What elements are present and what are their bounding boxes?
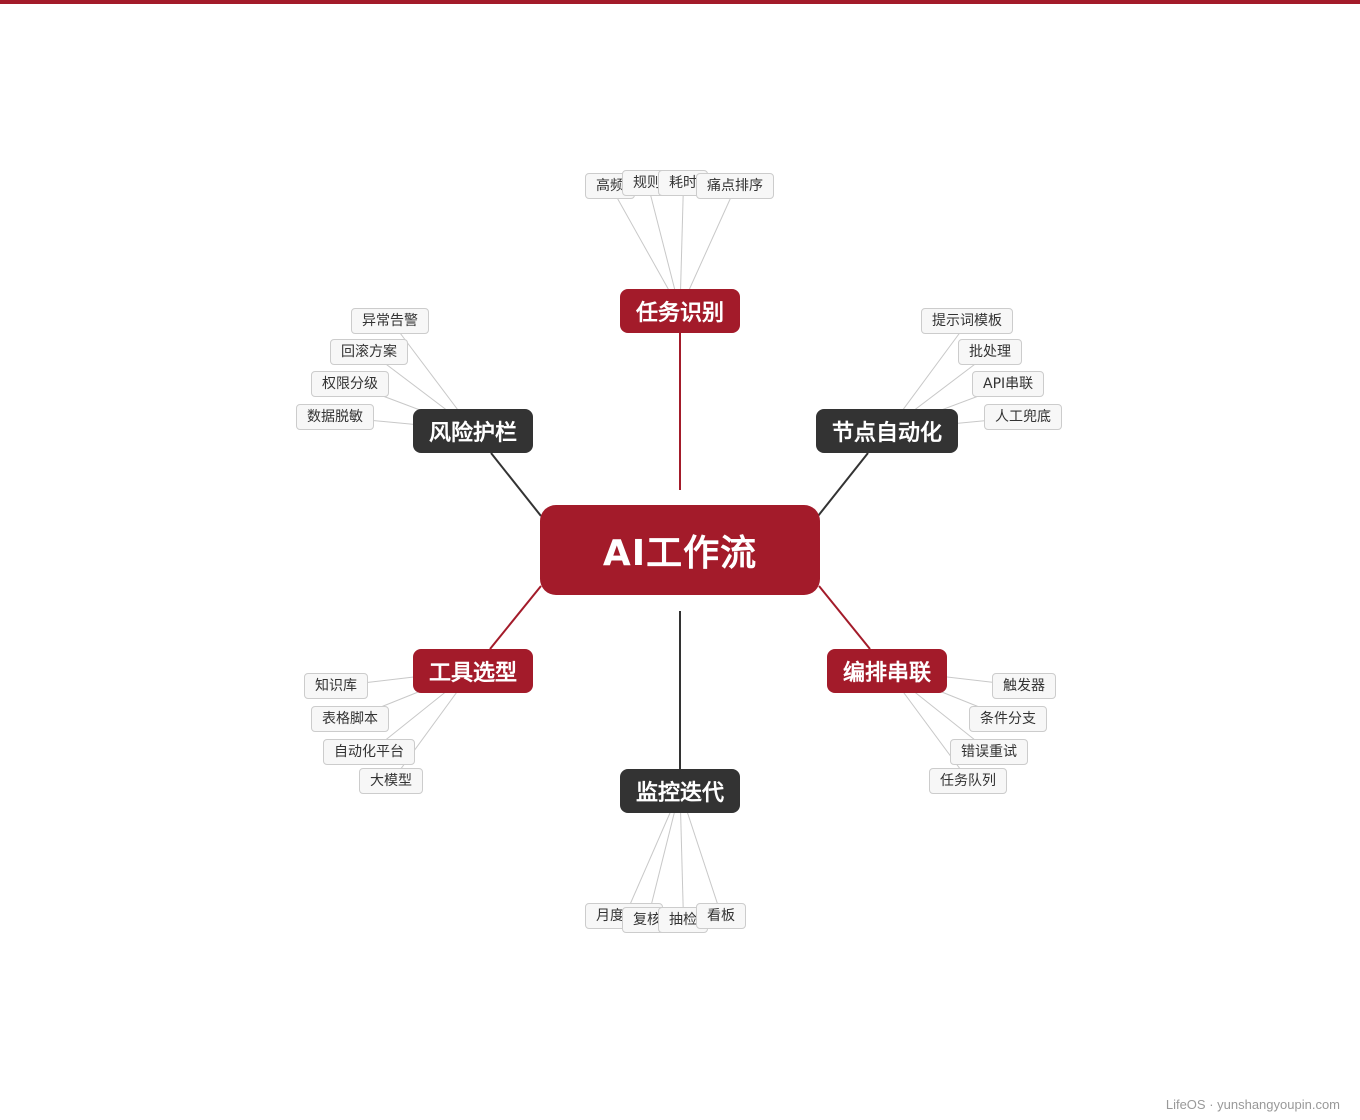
branch-monitor[interactable]: 监控迭代	[620, 769, 740, 813]
branch-link-node	[817, 452, 869, 517]
branch-node[interactable]: 节点自动化	[816, 409, 958, 453]
leaf-node-1[interactable]: 批处理	[958, 339, 1022, 365]
branch-link-risk	[490, 452, 542, 517]
leaf-node-2[interactable]: API串联	[972, 371, 1045, 397]
leaf-tool-3[interactable]: 大模型	[359, 768, 423, 794]
leaf-risk-2[interactable]: 权限分级	[311, 371, 389, 397]
leaf-node-3[interactable]: 人工兜底	[984, 404, 1062, 430]
central-topic[interactable]: AI工作流	[540, 505, 820, 595]
leaf-risk-3[interactable]: 数据脱敏	[296, 404, 374, 430]
leaf-orch-3[interactable]: 任务队列	[929, 768, 1007, 794]
leaf-link-task-2	[679, 182, 684, 311]
branch-risk[interactable]: 风险护栏	[413, 409, 533, 453]
branch-link-tool	[489, 585, 542, 650]
leaf-tool-0[interactable]: 知识库	[304, 673, 368, 699]
leaf-orch-2[interactable]: 错误重试	[950, 739, 1028, 765]
leaf-monitor-3[interactable]: 看板	[696, 903, 746, 929]
leaf-tool-2[interactable]: 自动化平台	[323, 739, 415, 765]
leaf-risk-0[interactable]: 异常告警	[351, 308, 429, 334]
leaf-node-0[interactable]: 提示词模板	[921, 308, 1013, 334]
leaf-link-task-1	[647, 182, 681, 311]
branch-task[interactable]: 任务识别	[620, 289, 740, 333]
leaf-risk-1[interactable]: 回滚方案	[330, 339, 408, 365]
leaf-task-3[interactable]: 痛点排序	[696, 173, 774, 199]
branch-link-orch	[818, 585, 871, 650]
leaf-tool-1[interactable]: 表格脚本	[311, 706, 389, 732]
leaf-orch-0[interactable]: 触发器	[992, 673, 1056, 699]
footer-credit: LifeOS · yunshangyoupin.com	[1165, 1097, 1340, 1112]
leaf-orch-1[interactable]: 条件分支	[969, 706, 1047, 732]
branch-tool[interactable]: 工具选型	[413, 649, 533, 693]
top-accent-bar	[0, 0, 1360, 4]
branch-orch[interactable]: 编排串联	[827, 649, 947, 693]
